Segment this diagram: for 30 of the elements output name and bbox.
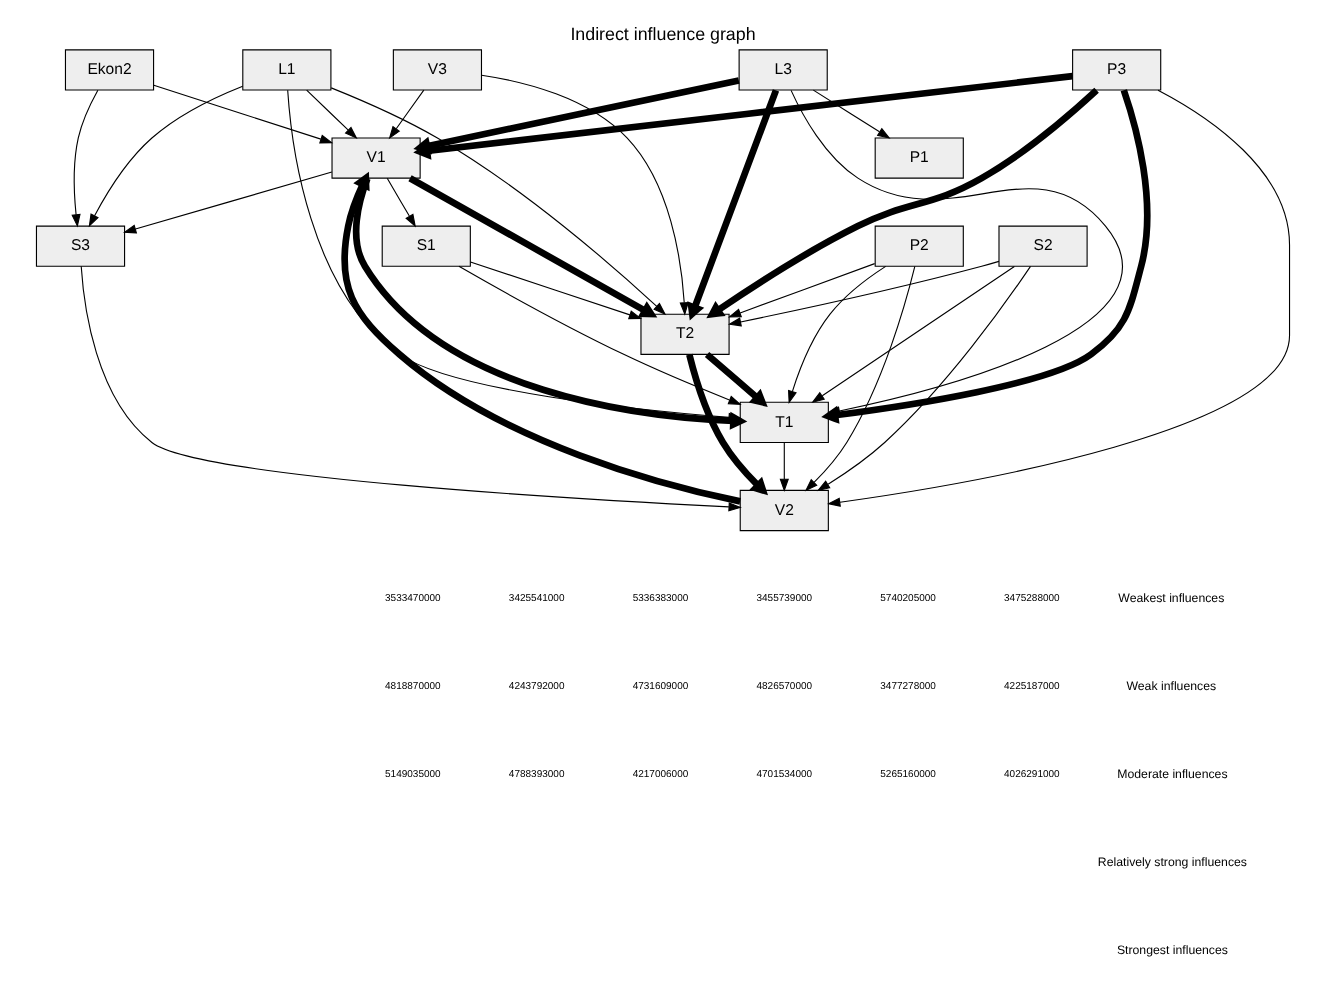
arrow <box>352 177 748 430</box>
arrow <box>788 265 887 404</box>
arrow <box>80 265 742 512</box>
arrow <box>804 265 916 492</box>
arrow <box>408 175 658 318</box>
arrow <box>811 266 1015 404</box>
arrow <box>812 89 891 139</box>
arrow <box>727 260 1000 327</box>
arrow <box>287 89 742 422</box>
arrow <box>704 351 768 407</box>
arrow <box>71 89 99 228</box>
arrow <box>481 74 689 316</box>
arrow <box>687 89 780 321</box>
arrow <box>306 89 358 140</box>
arrow <box>706 87 1099 319</box>
arrow <box>153 84 334 144</box>
diagram-title: Indirect influence graph <box>570 23 756 44</box>
arrow <box>388 89 425 140</box>
arrow <box>469 261 643 320</box>
arrow <box>686 353 769 496</box>
arrow <box>330 87 667 316</box>
arrow <box>816 265 1032 492</box>
arrow <box>821 89 1151 424</box>
arrow <box>386 177 416 228</box>
arrow <box>341 171 741 505</box>
arrow <box>458 265 742 405</box>
arrow <box>122 171 333 234</box>
arrow <box>779 442 789 493</box>
arrow <box>727 263 876 318</box>
arrow <box>88 85 244 228</box>
